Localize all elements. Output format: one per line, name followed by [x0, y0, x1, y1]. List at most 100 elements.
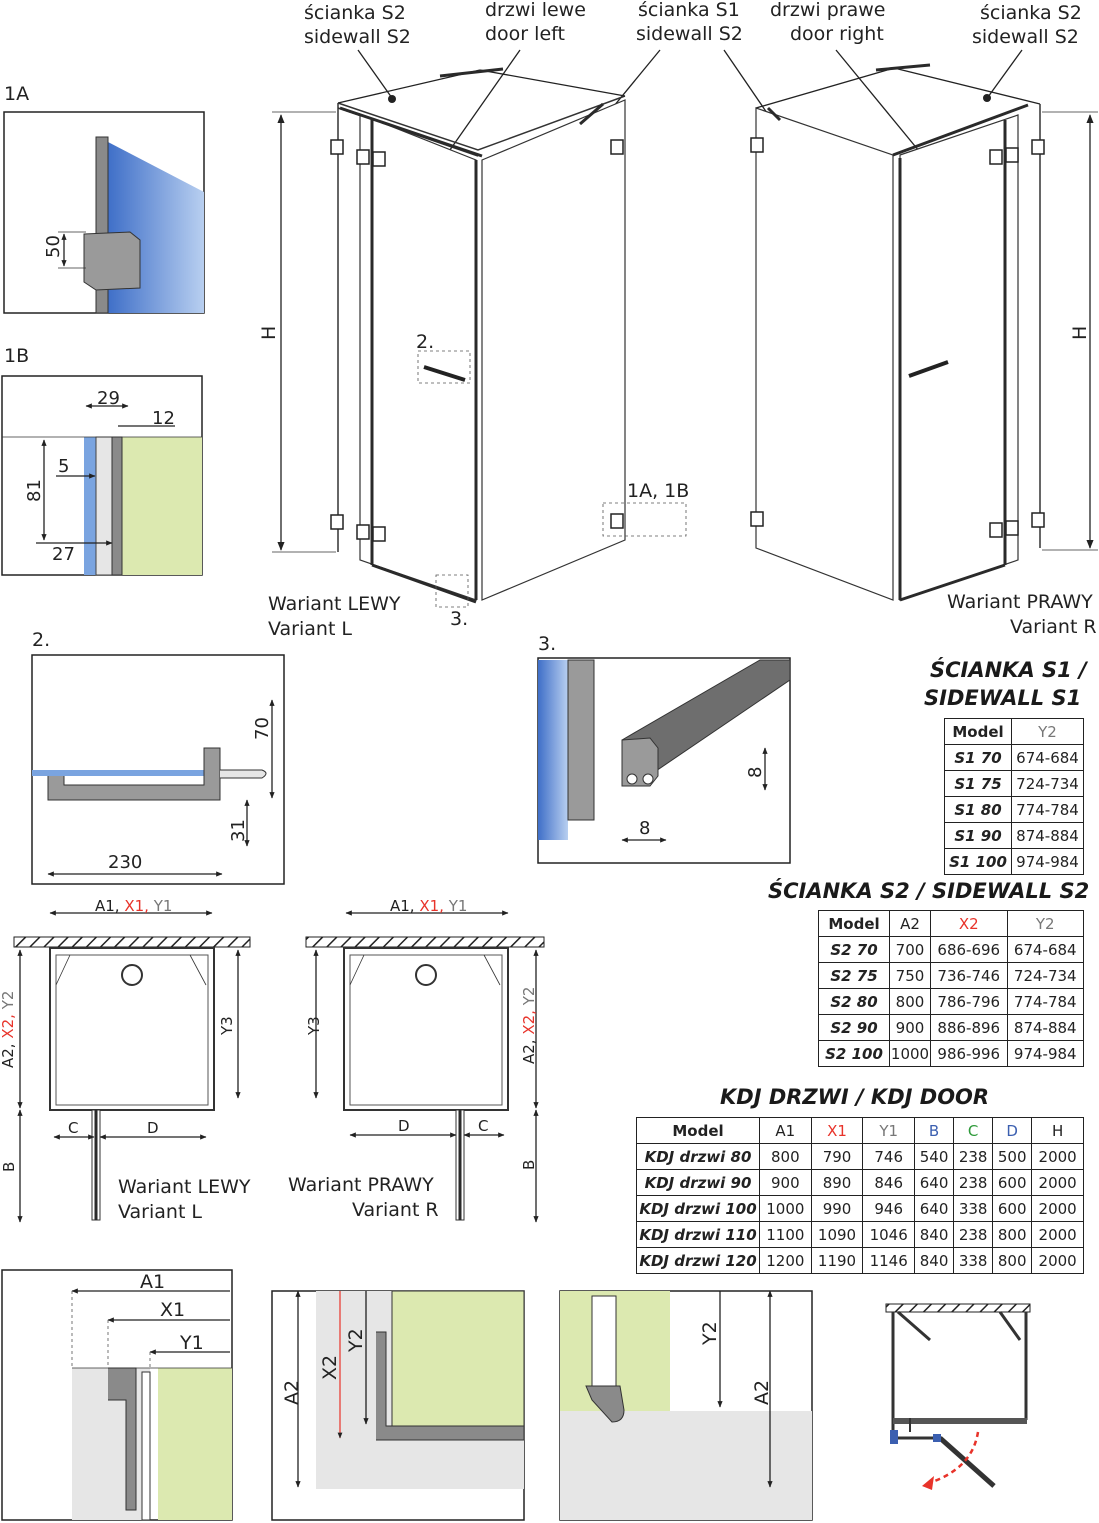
kdj-cell: 1200: [759, 1247, 812, 1274]
detail-1a-label: 1A: [4, 83, 29, 105]
s2-cell: 724-734: [1006, 962, 1084, 989]
kdj-header-a1: A1: [759, 1117, 812, 1144]
s2-cell: S2 75: [818, 962, 890, 989]
plan-r-x2: X2,: [520, 1005, 538, 1034]
callout-2: 2.: [416, 331, 434, 353]
svg-text:A1, X1, Y1: A1, X1, Y1: [95, 897, 172, 915]
label-door-left-en: door left: [485, 23, 565, 45]
plan-l-a2: A2,: [0, 1039, 17, 1068]
kdj-cell: 238: [953, 1169, 994, 1196]
kdj-cell: 1090: [810, 1221, 864, 1248]
kdj-header-model: Model: [636, 1117, 760, 1144]
bd2-a2: A2: [281, 1380, 303, 1405]
height-label-right: H: [1069, 326, 1091, 340]
kdj-header-d: D: [992, 1117, 1033, 1144]
s2-cell: 1000: [889, 1040, 931, 1067]
svg-text:A2, X2, Y2: A2, X2, Y2: [520, 987, 538, 1064]
label-door-right-pl: drzwi prawe: [770, 0, 885, 21]
svg-text:A2, X2, Y2: A2, X2, Y2: [0, 991, 17, 1068]
label-sidewall-s1-pl: ścianka S1: [638, 0, 740, 21]
s1-cell: S1 70: [944, 744, 1012, 771]
s2-cell: 974-984: [1006, 1040, 1084, 1067]
plan-r-b: B: [520, 1160, 538, 1170]
callout-1a1b: 1A, 1B: [627, 480, 689, 502]
bd1-a1: A1: [140, 1271, 165, 1293]
plan-r-variant-en: Variant R: [352, 1199, 439, 1221]
kdj-cell: 640: [914, 1169, 955, 1196]
table-s2-title: ŚCIANKA S2 / SIDEWALL S2: [768, 879, 1090, 903]
kdj-cell: KDJ drzwi 120: [636, 1247, 760, 1274]
d2-70: 70: [252, 717, 273, 740]
kdj-cell: 846: [862, 1169, 916, 1196]
height-label-left: H: [258, 326, 280, 340]
kdj-cell: 338: [953, 1195, 994, 1222]
s2-cell: 986-996: [930, 1040, 1008, 1067]
kdj-cell: 540: [914, 1143, 955, 1170]
s1-cell: 974-984: [1011, 848, 1084, 875]
kdj-cell: KDJ drzwi 100: [636, 1195, 760, 1222]
kdj-cell: 900: [759, 1169, 812, 1196]
plan-l-x1: X1,: [124, 897, 153, 915]
bottom-detail-2: A2 X2 Y2: [271, 1290, 525, 1521]
s1-cell: 874-884: [1011, 822, 1084, 849]
plan-l-variant-pl: Wariant LEWY: [118, 1176, 251, 1198]
plan-l-b: B: [0, 1162, 18, 1172]
kdj-cell: 600: [992, 1169, 1033, 1196]
kdj-cell: 640: [914, 1195, 955, 1222]
d1b-29: 29: [97, 388, 120, 409]
label-sidewall-s2b-pl: ścianka S2: [980, 2, 1082, 24]
label-sidewall-s2b-en: sidewall S2: [972, 26, 1079, 48]
kdj-header-y1: Y1: [862, 1117, 916, 1144]
variant-right-pl: Wariant PRAWY: [947, 591, 1093, 613]
plan-l-y3: Y3: [218, 1016, 236, 1036]
detail-2: 2. 70 31 230: [31, 629, 285, 885]
detail-3: 3. 8 8: [537, 633, 791, 864]
s2-cell: 700: [889, 936, 931, 963]
kdj-cell: 238: [953, 1143, 994, 1170]
s1-cell: S1 100: [944, 848, 1012, 875]
svg-text:A1, X1, Y1: A1, X1, Y1: [390, 897, 467, 915]
kdj-header-h: H: [1031, 1117, 1084, 1144]
detail-1b: 1B 29 12 5 81 27: [1, 345, 203, 576]
kdj-cell: 1190: [810, 1247, 864, 1274]
cabin-right: H Wariant PRAWY Variant R: [750, 63, 1098, 638]
kdj-cell: 840: [914, 1247, 955, 1274]
kdj-cell: 890: [810, 1169, 864, 1196]
label-sidewall-s2-en: sidewall S2: [304, 26, 411, 48]
s1-header-y2: Y2: [1011, 718, 1084, 745]
plan-l-a1: A1,: [95, 897, 124, 915]
s1-cell: S1 80: [944, 796, 1012, 823]
s1-cell: 674-684: [1011, 744, 1084, 771]
s2-cell: 786-796: [930, 988, 1008, 1015]
plan-r-y3: Y3: [305, 1016, 323, 1036]
kdj-cell: 800: [992, 1221, 1033, 1248]
s2-cell: 900: [889, 1014, 931, 1041]
variant-left-pl: Wariant LEWY: [268, 593, 401, 615]
s2-cell: S2 100: [818, 1040, 890, 1067]
s1-cell: S1 90: [944, 822, 1012, 849]
s2-cell: 686-696: [930, 936, 1008, 963]
detail-2-label: 2.: [32, 629, 50, 651]
label-sidewall-s2-pl: ścianka S2: [304, 2, 406, 24]
d1b-81: 81: [24, 479, 45, 502]
kdj-cell: 1146: [862, 1247, 916, 1274]
plan-l-y2: Y2: [0, 991, 17, 1011]
plan-r-c: C: [478, 1117, 488, 1135]
detail-3-label: 3.: [538, 633, 556, 655]
s2-cell: 800: [889, 988, 931, 1015]
label-door-right-en: door right: [790, 23, 884, 45]
table-s1-title-2: SIDEWALL S1: [924, 686, 1082, 710]
detail-1b-label: 1B: [4, 345, 29, 367]
plan-r-y1: Y1: [448, 897, 468, 915]
kdj-cell: 990: [810, 1195, 864, 1222]
